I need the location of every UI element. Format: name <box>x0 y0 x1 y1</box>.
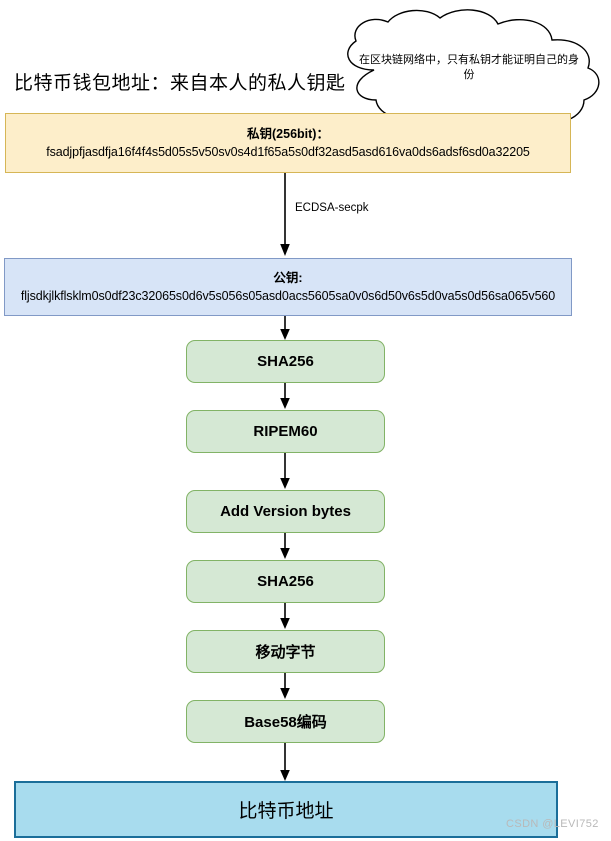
arrow-step-4-to-step-5 <box>277 603 293 630</box>
arrow-step-3-to-step-4 <box>277 533 293 560</box>
private-key-value: fsadjpfjasdfja16f4f4s5d05s5v50sv0s4d1f65… <box>46 144 530 159</box>
arrow-private-to-public <box>277 173 293 257</box>
process-box-ripem60[interactable]: RIPEM60 <box>186 410 385 453</box>
process-box-sha256-1[interactable]: SHA256 <box>186 340 385 383</box>
result-box-bitcoin-address: 比特币地址 <box>14 781 558 838</box>
arrow-step-1-to-step-2 <box>277 383 293 410</box>
process-box-sha256-2[interactable]: SHA256 <box>186 560 385 603</box>
public-key-value: fljsdkjlkflsklm0s0df23c32065s0d6v5s056s0… <box>20 288 556 303</box>
arrow-public-to-step-1 <box>277 316 293 341</box>
cloud-callout: 在区块链网络中，只有私钥才能证明自己的身份 <box>326 8 608 130</box>
arrow-step-5-to-step-6 <box>277 673 293 700</box>
private-key-label: 私钥(256bit)： <box>247 126 329 141</box>
process-box-base58-encode[interactable]: Base58编码 <box>186 700 385 743</box>
process-box-shift-bytes[interactable]: 移动字节 <box>186 630 385 673</box>
process-box-add-version-bytes[interactable]: Add Version bytes <box>186 490 385 533</box>
watermark: CSDN @LEVI752 <box>506 818 599 830</box>
public-key-box: 公钥: fljsdkjlkflsklm0s0df23c32065s0d6v5s0… <box>4 258 572 316</box>
page-title: 比特币钱包地址：来自本人的私人钥匙 <box>14 73 346 94</box>
cloud-callout-text: 在区块链网络中，只有私钥才能证明自己的身份 <box>359 54 579 81</box>
public-key-label: 公钥: <box>273 270 303 285</box>
arrow-step-6-to-result <box>277 743 293 782</box>
private-key-box: 私钥(256bit)： fsadjpfjasdfja16f4f4s5d05s5v… <box>5 113 571 173</box>
arrow-step-2-to-step-3 <box>277 453 293 490</box>
edge-label-ecdsa: ECDSA-secpk <box>295 202 369 214</box>
